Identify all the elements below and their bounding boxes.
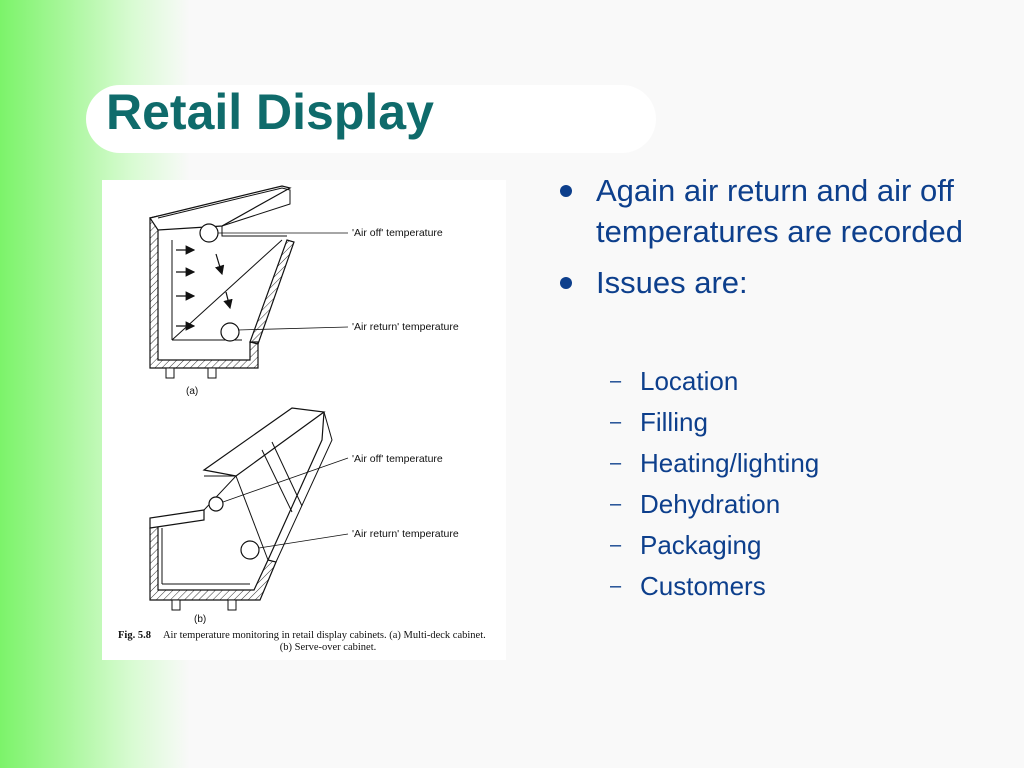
figure-number: Fig. 5.8 — [118, 630, 151, 641]
air-return-label-b: 'Air return' temperature — [352, 528, 459, 540]
dash-icon: – — [610, 575, 622, 597]
air-off-label-b: 'Air off' temperature — [352, 453, 443, 465]
sub-bullet-item: –Dehydration — [610, 484, 998, 525]
bullet-dot-icon — [560, 185, 572, 197]
sub-bullet-text: Dehydration — [640, 489, 781, 519]
bullet-text: Again air return and air off temperature… — [596, 173, 964, 249]
air-off-label-a: 'Air off' temperature — [352, 227, 443, 239]
sub-bullet-item: –Filling — [610, 402, 998, 443]
bullet-item: Again air return and air off temperature… — [558, 170, 998, 252]
caption-line-2: (b) Serve-over cabinet. — [279, 642, 377, 653]
figure-panel: 'Air off' temperature 'Air return' tempe… — [102, 180, 506, 660]
dash-icon: – — [610, 534, 622, 556]
sub-bullet-text: Filling — [640, 407, 708, 437]
subfigure-a-label: (a) — [186, 386, 198, 397]
sub-bullet-text: Location — [640, 366, 739, 396]
dash-icon: – — [610, 452, 622, 474]
caption-line-1: Air temperature monitoring in retail dis… — [162, 630, 486, 641]
slide-title: Retail Display — [106, 84, 434, 140]
sub-bullet-text: Packaging — [640, 530, 762, 560]
serve-over-cabinet — [149, 407, 349, 611]
bullet-item: Issues are: — [558, 262, 998, 303]
bullet-list: Again air return and air off temperature… — [558, 170, 998, 607]
sub-bullet-item: –Location — [610, 361, 998, 402]
dash-icon: – — [610, 411, 622, 433]
sub-bullet-item: –Packaging — [610, 525, 998, 566]
dash-icon: – — [610, 370, 622, 392]
sub-bullet-text: Customers — [640, 571, 766, 601]
air-return-label-a: 'Air return' temperature — [352, 321, 459, 333]
sub-bullet-list: –Location –Filling –Heating/lighting –De… — [558, 361, 998, 607]
cabinet-diagram: 'Air off' temperature 'Air return' tempe… — [149, 185, 459, 625]
title-background-pill — [86, 85, 656, 153]
dash-icon: – — [610, 493, 622, 515]
subfigure-b-label: (b) — [194, 614, 206, 625]
bullet-dot-icon — [560, 277, 572, 289]
sub-bullet-item: –Customers — [610, 566, 998, 607]
sub-bullet-text: Heating/lighting — [640, 448, 820, 478]
sub-bullet-item: –Heating/lighting — [610, 443, 998, 484]
figure-caption: Fig. 5.8 Air temperature monitoring in re… — [118, 630, 498, 654]
multi-deck-cabinet — [149, 185, 349, 379]
bullet-text: Issues are: — [596, 265, 748, 300]
